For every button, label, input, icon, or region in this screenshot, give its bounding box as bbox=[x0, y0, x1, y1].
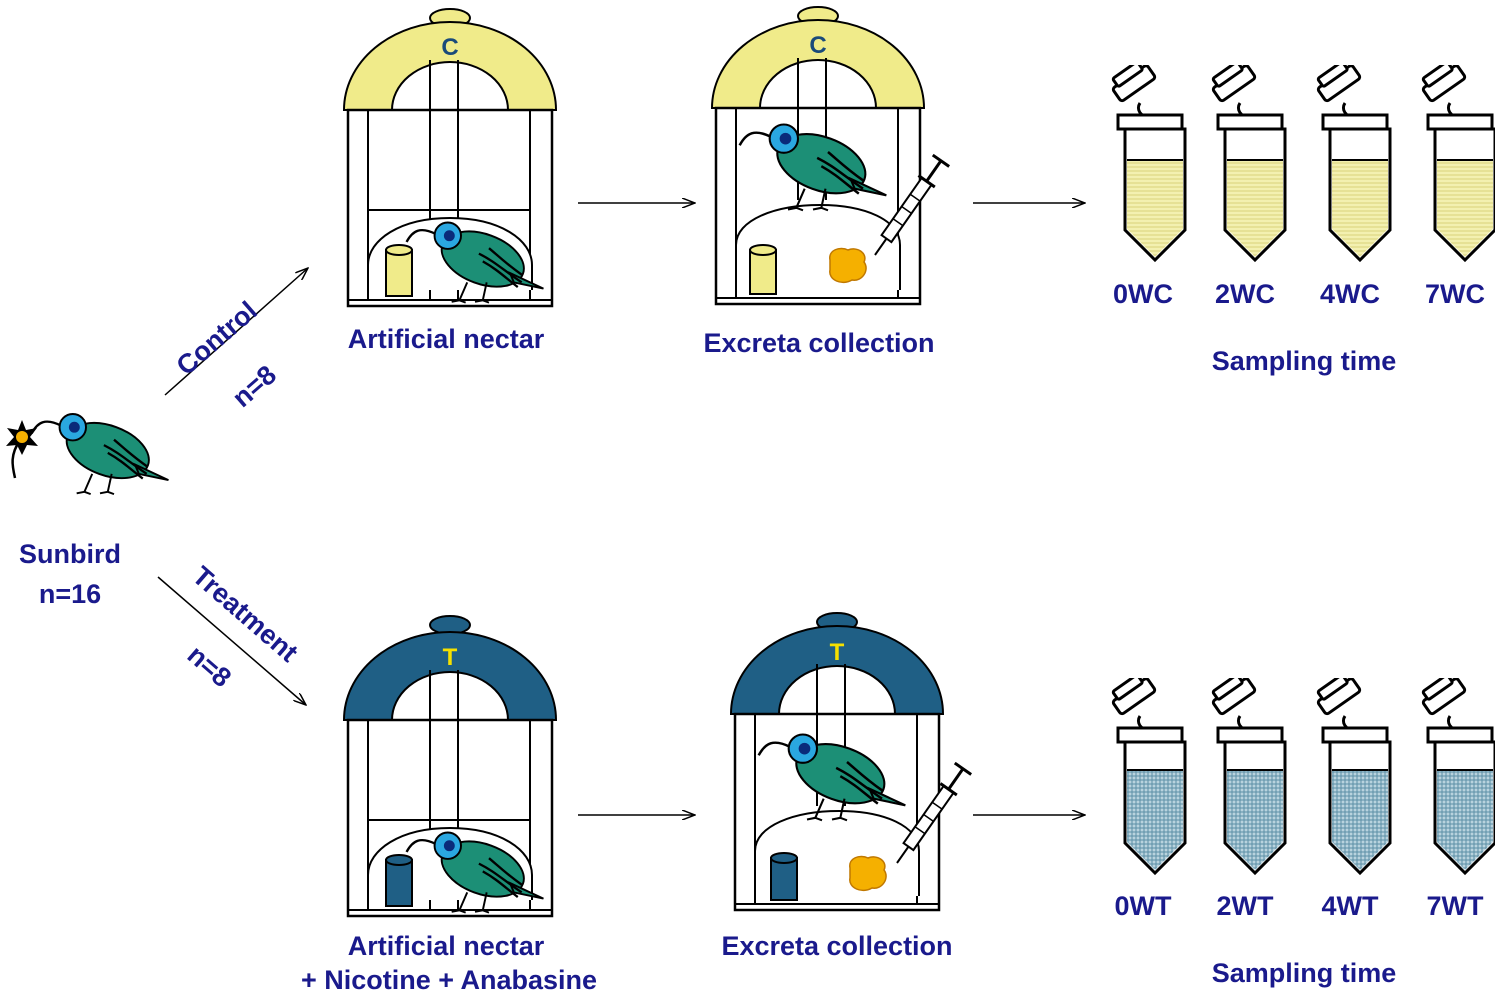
control-feed-label: Artificial nectar bbox=[347, 324, 545, 354]
treatment-feed-label-line1: Artificial nectar bbox=[347, 931, 545, 961]
treatment-cage-letter-2: T bbox=[830, 639, 845, 666]
flower-icon bbox=[6, 420, 38, 479]
tube-7wt bbox=[1420, 678, 1495, 876]
tube-4wc bbox=[1315, 65, 1392, 263]
control-cage-letter-1: C bbox=[441, 34, 458, 61]
tube-label-4wt: 4WT bbox=[1321, 891, 1379, 921]
tube-label-7wt: 7WT bbox=[1426, 891, 1484, 921]
treatment-collect-cage: T bbox=[729, 612, 973, 912]
treatment-branch-arrow bbox=[157, 576, 306, 705]
excreta-icon bbox=[849, 855, 887, 892]
control-cage-letter-2: C bbox=[809, 32, 826, 59]
tube-2wt bbox=[1210, 678, 1287, 876]
syringe-icon bbox=[896, 761, 973, 864]
treatment-feed-cage: T bbox=[342, 615, 558, 918]
treatment-collect-label: Excreta collection bbox=[721, 931, 953, 961]
tube-label-2wt: 2WT bbox=[1216, 891, 1274, 921]
tube-0wc bbox=[1110, 65, 1187, 263]
tube-label-2wc: 2WC bbox=[1215, 279, 1275, 309]
source-n: n=16 bbox=[38, 579, 102, 609]
control-branch-arrow bbox=[164, 268, 308, 396]
tube-label-7wc: 7WC bbox=[1425, 279, 1485, 309]
control-tubes bbox=[1110, 65, 1495, 263]
control-sampling-title: Sampling time bbox=[1211, 346, 1397, 376]
treatment-sampling-title: Sampling time bbox=[1211, 958, 1397, 988]
treatment-cage-letter-1: T bbox=[443, 644, 458, 671]
tube-label-0wt: 0WT bbox=[1114, 891, 1172, 921]
control-feed-cage: C bbox=[342, 8, 558, 308]
tube-4wt bbox=[1315, 678, 1392, 876]
tube-7wc bbox=[1420, 65, 1495, 263]
source-label: Sunbird bbox=[19, 539, 121, 569]
tube-0wt bbox=[1110, 678, 1187, 876]
syringe-icon bbox=[874, 153, 951, 256]
control-collect-label: Excreta collection bbox=[703, 328, 935, 358]
source-sunbird-illustration bbox=[6, 411, 170, 496]
treatment-feed-label-line2: + Nicotine + Anabasine bbox=[300, 965, 598, 995]
tube-label-0wc: 0WC bbox=[1113, 279, 1173, 309]
excreta-icon bbox=[829, 247, 867, 284]
treatment-tubes bbox=[1110, 678, 1495, 876]
control-collect-cage: C bbox=[710, 6, 951, 306]
tube-label-4wc: 4WC bbox=[1320, 279, 1380, 309]
tube-2wc bbox=[1210, 65, 1287, 263]
